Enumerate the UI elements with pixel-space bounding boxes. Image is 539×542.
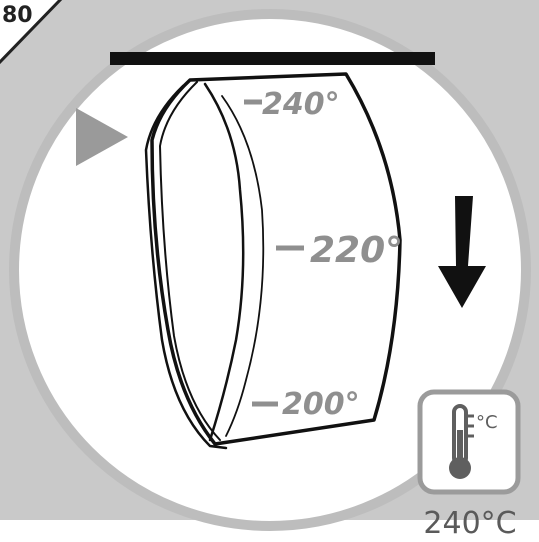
- scale-label-220: 220°: [310, 230, 403, 271]
- bottom-strip: [0, 520, 539, 542]
- scale-label-200: 200°: [282, 387, 360, 422]
- badge-frame: [417, 389, 521, 495]
- badge-caption: 240°C: [423, 506, 516, 541]
- arrow-down-icon: [438, 196, 486, 308]
- dial-ticks: [244, 99, 304, 407]
- badge-unit-label: °C: [476, 412, 498, 433]
- thermometer-icon: [449, 404, 474, 479]
- scale-label-240: 240°: [262, 87, 340, 122]
- triangle-pointer-icon: [76, 108, 128, 166]
- corner-tab-label: 80: [2, 3, 33, 28]
- top-bar: [110, 52, 435, 65]
- temperature-badge: °C 240°C: [417, 389, 521, 541]
- corner-tab: 80: [0, 0, 63, 65]
- dial-knob: [144, 72, 402, 450]
